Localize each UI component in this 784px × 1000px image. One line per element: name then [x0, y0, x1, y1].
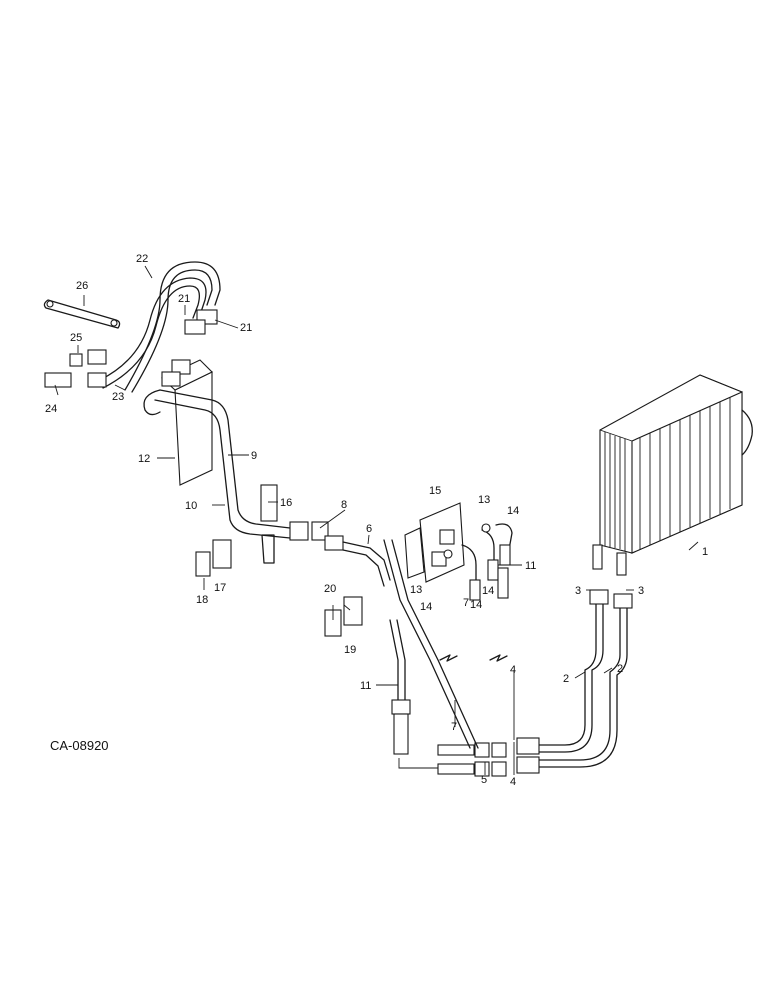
callout-13-upper: 13 — [478, 494, 490, 506]
callout-2-left: 2 — [563, 673, 569, 685]
callout-labels: 1 2 2 3 3 4 4 5 6 7 7 8 9 10 11 11 12 13… — [45, 253, 708, 788]
callout-3-left: 3 — [575, 585, 581, 597]
figure-code: CA-08920 — [50, 738, 109, 753]
hoses-fittings — [43, 261, 221, 393]
callout-20: 20 — [324, 583, 336, 595]
callout-1: 1 — [702, 546, 708, 558]
support-tubes — [143, 359, 391, 587]
callout-21-right: 21 — [240, 322, 252, 334]
callout-14-left: 14 — [420, 601, 432, 613]
callout-12: 12 — [138, 453, 150, 465]
callout-5: 5 — [481, 774, 487, 786]
callout-3-right: 3 — [638, 585, 644, 597]
callout-25: 25 — [70, 332, 82, 344]
lower-tube-assembly — [383, 539, 508, 777]
callout-10: 10 — [185, 500, 197, 512]
callout-11-right: 11 — [525, 560, 536, 572]
callout-4-upper: 4 — [510, 664, 516, 676]
oil-cooler — [592, 374, 753, 576]
valve-block — [404, 502, 513, 601]
callout-13-lower: 13 — [410, 584, 422, 596]
leader-lines — [54, 265, 699, 775]
callout-11-left: 11 — [360, 680, 371, 692]
callout-2-right: 2 — [617, 663, 623, 675]
clamps — [195, 539, 363, 637]
callout-18: 18 — [196, 594, 208, 606]
callout-17: 17 — [214, 582, 226, 594]
callout-19: 19 — [344, 644, 356, 656]
callout-16: 16 — [280, 497, 292, 509]
callout-26: 26 — [76, 280, 88, 292]
callout-24: 24 — [45, 403, 57, 415]
callout-14-upper: 14 — [507, 505, 519, 517]
callout-6: 6 — [366, 523, 372, 535]
callout-9: 9 — [251, 450, 257, 462]
callout-7-lower: 7 — [451, 721, 457, 733]
callout-8: 8 — [341, 499, 347, 511]
cooler-tubes — [516, 589, 633, 774]
callout-7-upper: 7 — [463, 597, 469, 609]
callout-23: 23 — [112, 391, 124, 403]
callout-14-middle: 14 — [470, 599, 482, 611]
callout-15: 15 — [429, 485, 441, 497]
callout-22: 22 — [136, 253, 148, 265]
callout-21-upper: 21 — [178, 293, 190, 305]
callout-14-right: 14 — [482, 585, 494, 597]
callout-4-lower: 4 — [510, 776, 516, 788]
